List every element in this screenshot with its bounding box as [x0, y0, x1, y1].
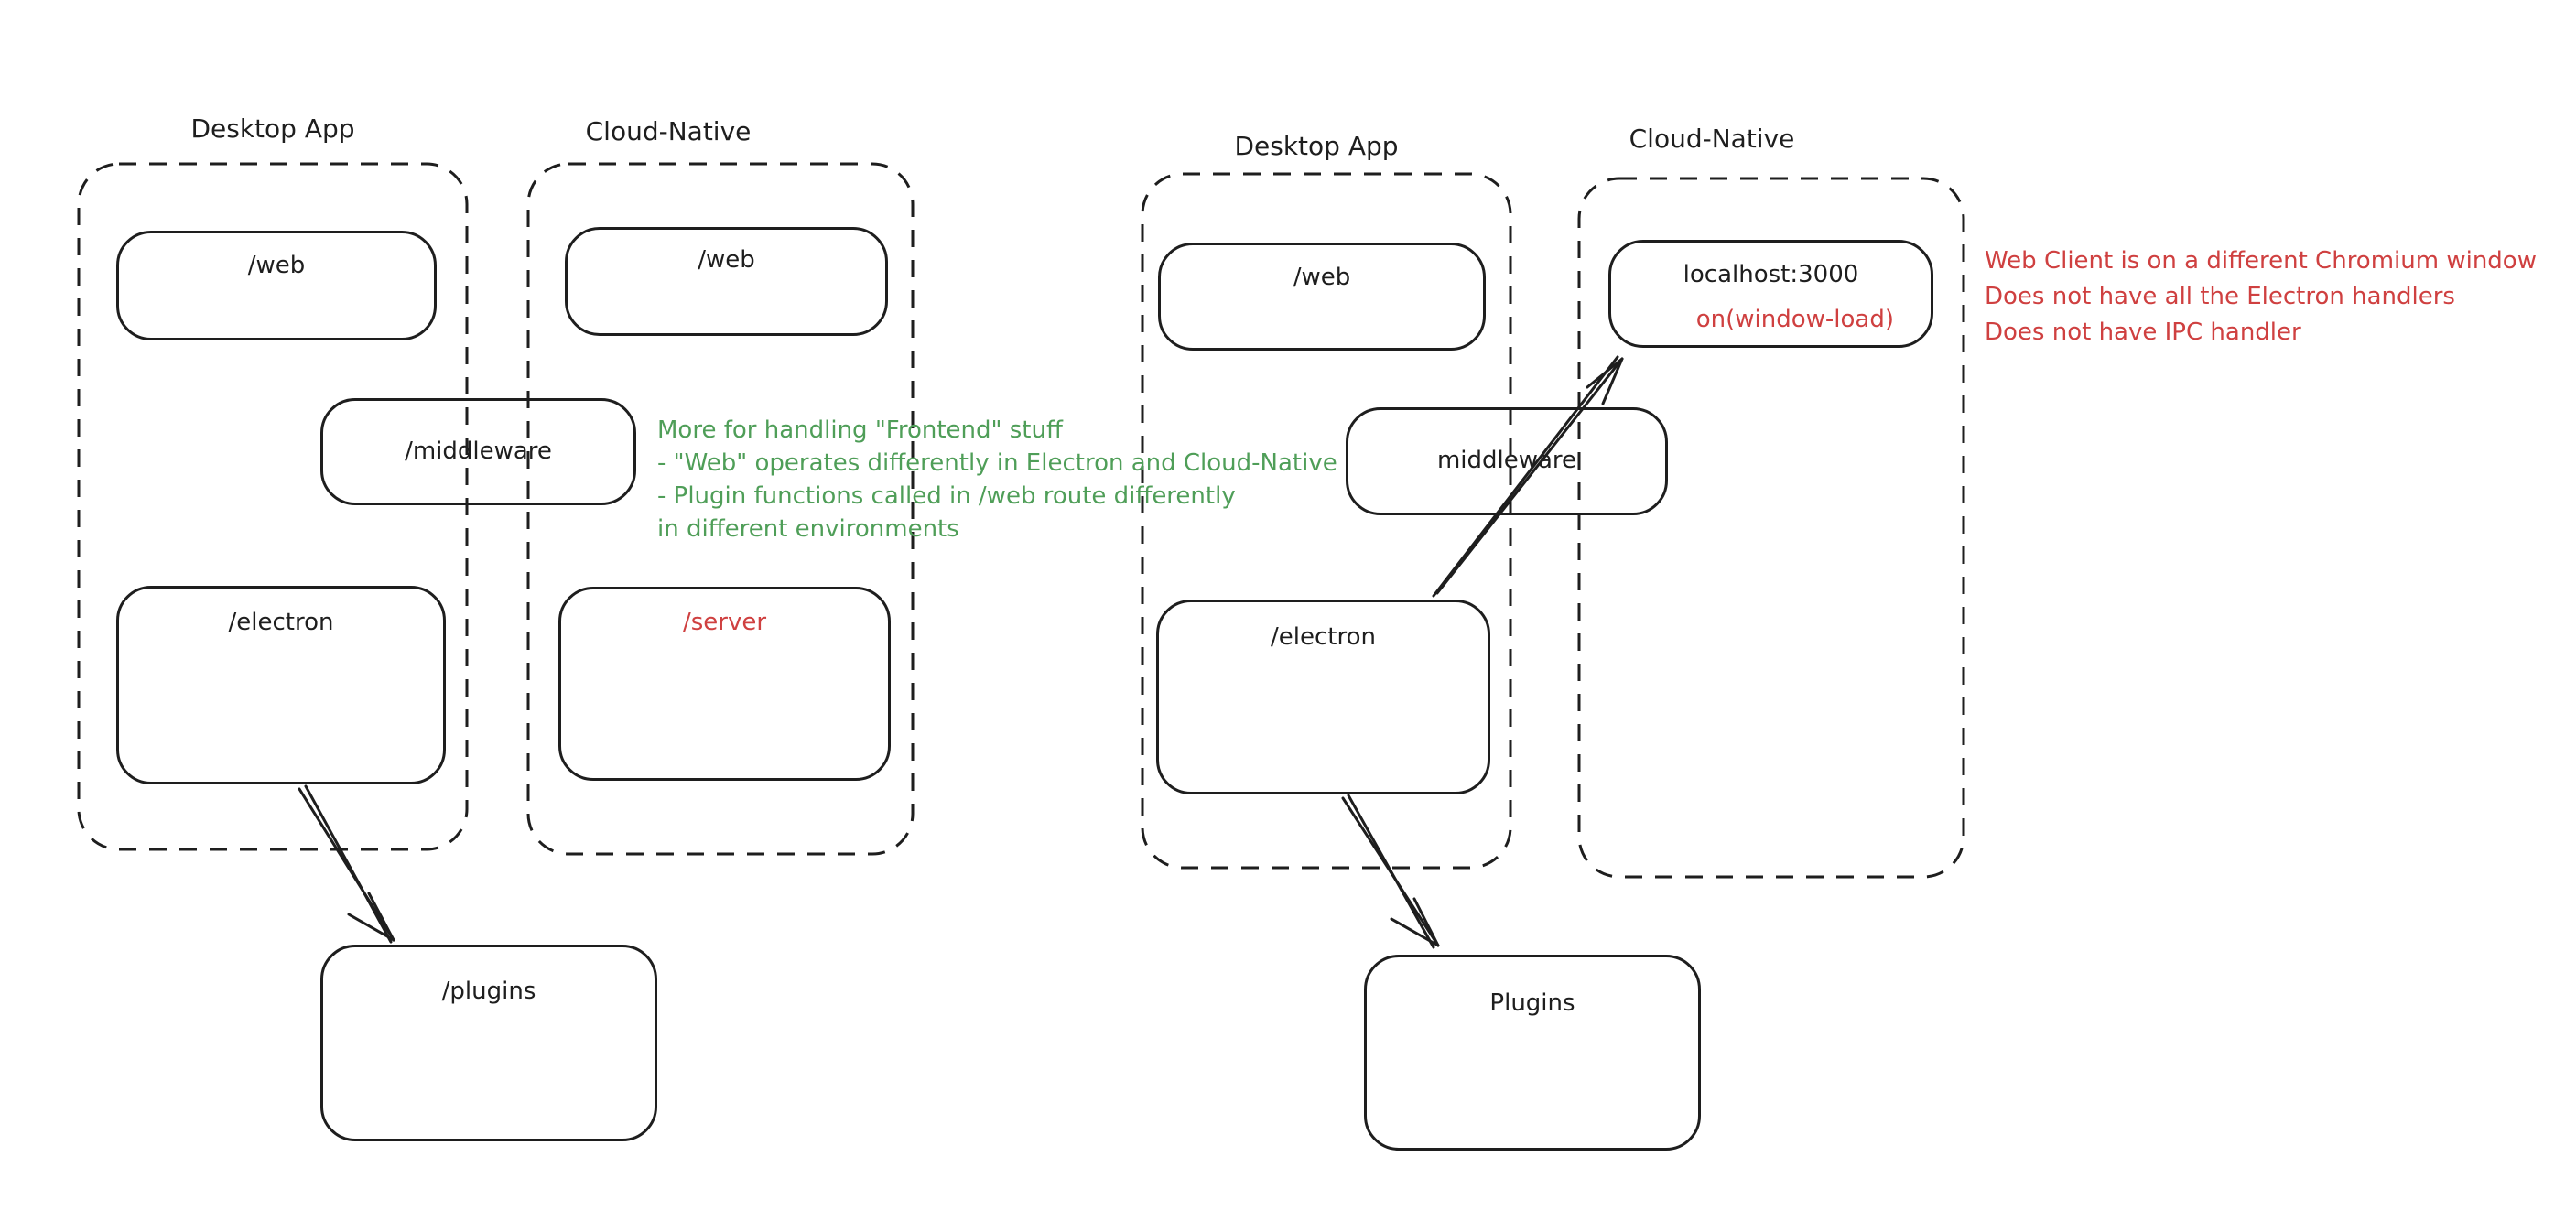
- right-web-box: /web: [1158, 243, 1486, 351]
- left-web-cloud-box: /web: [565, 227, 888, 336]
- arrow-electron-to-localhost-icon: [1432, 355, 1624, 598]
- left-desktop-zone-title: Desktop App: [190, 113, 355, 144]
- green-annotation-line: - Plugin functions called in /web route …: [657, 482, 1236, 510]
- localhost-title: localhost:3000: [1683, 261, 1859, 288]
- box-label: /server: [682, 609, 767, 636]
- left-plugins-box: /plugins: [320, 945, 657, 1141]
- window-load-event-label: on(window-load): [1695, 306, 1894, 333]
- box-label: /web: [698, 246, 755, 274]
- green-annotation-line: - "Web" operates differently in Electron…: [657, 449, 1337, 477]
- left-middleware-box: /middleware: [320, 398, 636, 505]
- left-electron-box: /electron: [116, 586, 446, 784]
- green-annotation-line: in different environments: [657, 515, 959, 543]
- box-label: /web: [247, 252, 306, 279]
- right-localhost-box: localhost:3000 on(window-load): [1608, 240, 1933, 348]
- left-cloud-zone-title: Cloud-Native: [585, 116, 752, 146]
- red-annotation-line: Does not have all the Electron handlers: [1985, 283, 2455, 310]
- red-annotation: Web Client is on a different Chromium wi…: [1985, 243, 2537, 351]
- arrow-electron-to-plugins-right-icon: [1341, 794, 1440, 949]
- right-desktop-zone-title: Desktop App: [1234, 131, 1399, 161]
- box-label: /electron: [228, 609, 334, 636]
- right-cloud-zone-title: Cloud-Native: [1629, 124, 1795, 154]
- box-label: middleware: [1436, 447, 1577, 474]
- right-cloud-container: [1577, 177, 1965, 879]
- left-web-desktop-box: /web: [116, 231, 437, 340]
- box-label: /web: [1293, 264, 1351, 291]
- left-cloud-container: [526, 162, 915, 856]
- right-plugins-box: Plugins: [1364, 955, 1701, 1151]
- green-annotation-line: More for handling "Frontend" stuff: [657, 416, 1063, 444]
- box-label: /electron: [1271, 623, 1376, 651]
- red-annotation-line: Web Client is on a different Chromium wi…: [1985, 247, 2537, 275]
- right-middleware-box: middleware: [1346, 407, 1668, 515]
- right-electron-box: /electron: [1156, 600, 1490, 794]
- box-label: /middleware: [405, 438, 552, 465]
- red-annotation-line: Does not have IPC handler: [1985, 319, 2301, 346]
- arrow-electron-to-plugins-left-icon: [298, 784, 395, 944]
- box-label: Plugins: [1489, 989, 1575, 1017]
- box-label: /plugins: [441, 978, 536, 1005]
- left-server-box: /server: [558, 587, 891, 781]
- green-annotation: More for handling "Frontend" stuff - "We…: [657, 414, 1337, 546]
- left-desktop-container: [77, 162, 469, 851]
